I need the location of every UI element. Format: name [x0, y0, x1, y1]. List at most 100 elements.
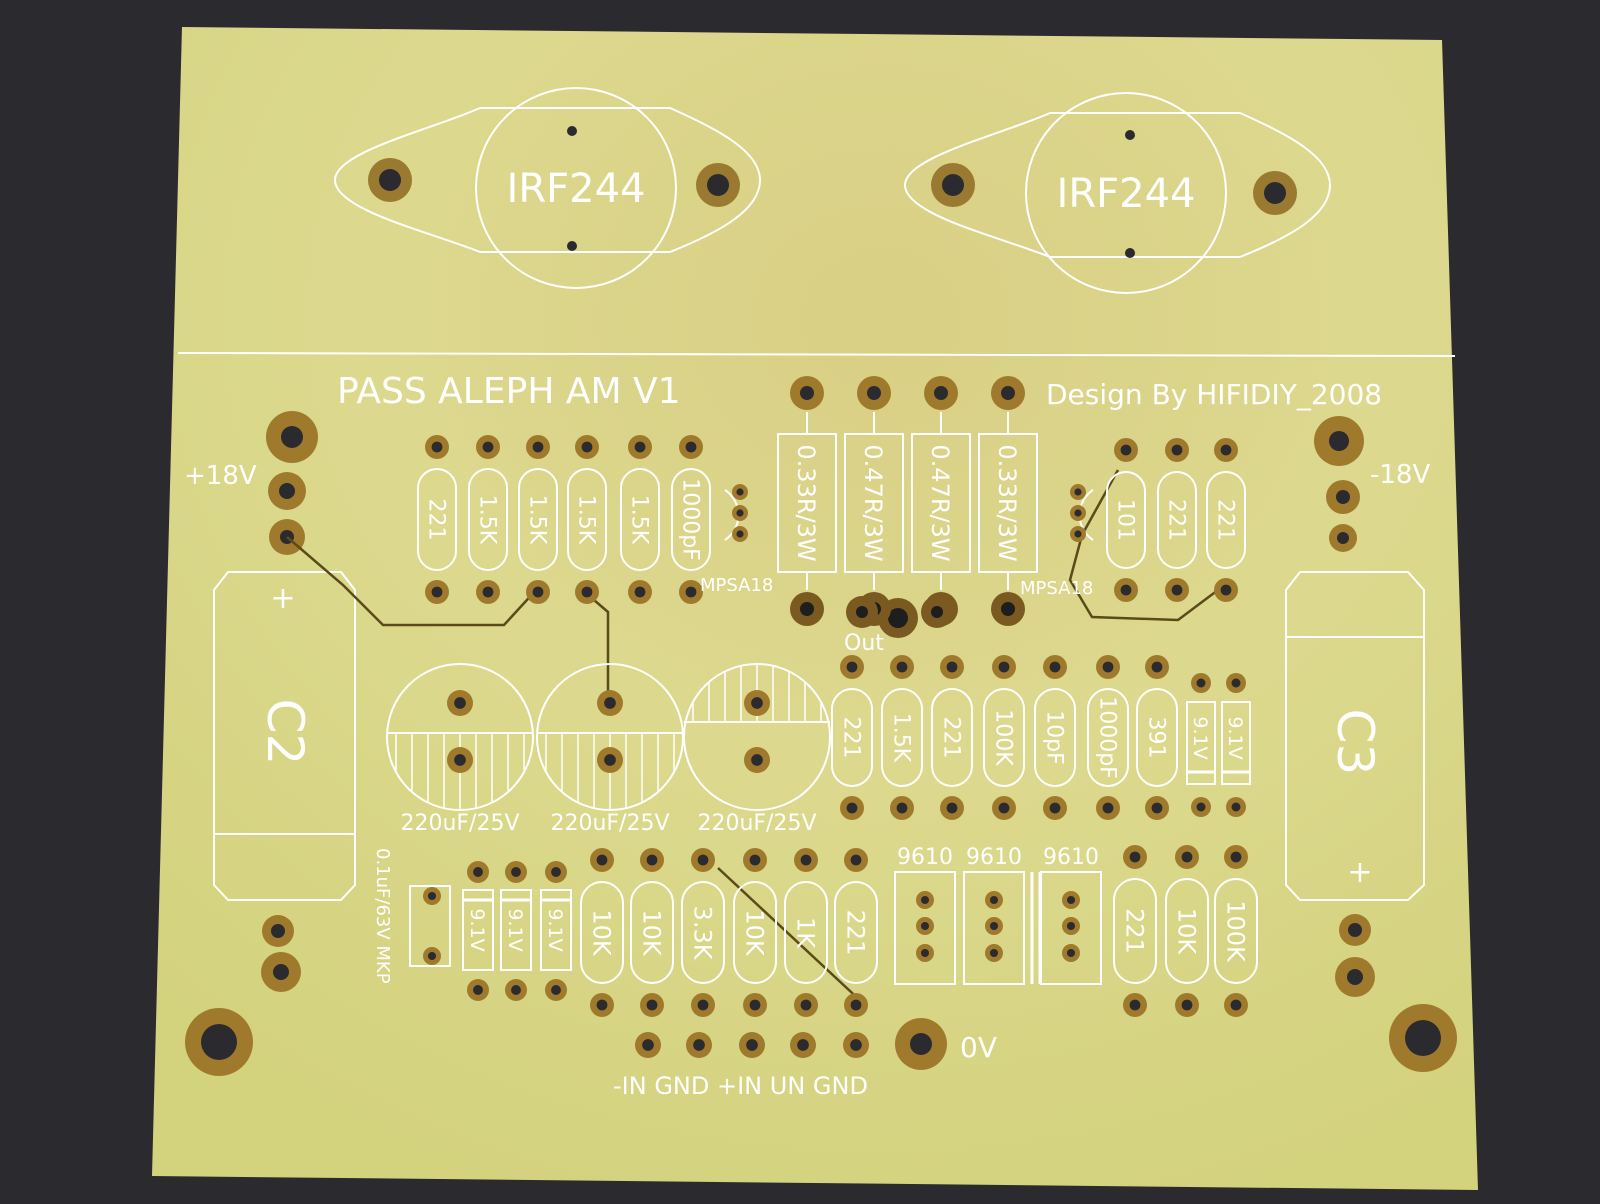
component-value: 221: [423, 499, 448, 541]
component-value: 0.47R/3W: [926, 444, 954, 561]
pad-hole: [1171, 584, 1183, 596]
pad-hole: [998, 661, 1010, 673]
body-outline: [1206, 471, 1246, 569]
body-outline: [881, 688, 923, 787]
component-value: 220uF/25V: [550, 811, 669, 836]
pad-hole: [1102, 802, 1114, 814]
input-header-pad: [843, 1032, 869, 1058]
pad-hole: [1196, 678, 1206, 688]
pad-hole: [1120, 584, 1132, 596]
pad-hole: [751, 754, 763, 766]
body-outline: [894, 871, 956, 985]
resistor: 10K: [1165, 845, 1209, 1017]
resistor: 221: [831, 655, 873, 820]
pad-hole: [604, 754, 616, 766]
component-value: 221: [842, 910, 870, 956]
pad-hole: [896, 802, 908, 814]
component-value: 3.3K: [689, 906, 717, 961]
pad-hole: [946, 802, 958, 814]
cap-label-c2: C2: [256, 699, 314, 766]
pad-hole: [1129, 851, 1141, 863]
body-outline: [1087, 688, 1129, 787]
body-outline: [1136, 688, 1178, 787]
capacitor-c2: [213, 571, 356, 901]
component-value: 9.1V: [504, 908, 526, 951]
film-cap-label: 0.1uF/63V MKP: [372, 848, 393, 984]
pad-hole: [511, 867, 521, 877]
resistor: 221: [417, 435, 457, 604]
resistor: 1.5K: [468, 435, 508, 604]
pad-hole: [920, 921, 930, 931]
component-value: 9610: [1043, 845, 1099, 870]
body-outline: [681, 881, 725, 984]
pad-hole: [634, 441, 646, 453]
pad-hole: [532, 586, 544, 598]
pad-hole: [551, 867, 561, 877]
mounting-holes: [185, 914, 1457, 1076]
component-value: 100K: [990, 709, 1015, 766]
pad-hole: [511, 985, 521, 995]
transistor-mpsa18: [724, 484, 748, 542]
mosfet-pads: [368, 126, 1297, 258]
plus-sign-c3: +: [1347, 855, 1372, 890]
pad-hole: [934, 386, 948, 400]
resistor: 221: [1157, 438, 1197, 602]
pad-hole: [749, 854, 761, 866]
pad-hole: [482, 441, 494, 453]
resistor: 10K: [580, 848, 624, 1017]
component-value: 10K: [1173, 908, 1201, 956]
capacitor-c3: [1285, 571, 1425, 901]
body-outline: [831, 688, 873, 787]
pad-hole: [473, 867, 483, 877]
pad-hole: [800, 999, 812, 1011]
pad-hole: [431, 586, 443, 598]
pad-hole: [800, 854, 812, 866]
component-value: 220uF/25V: [400, 811, 519, 836]
resistor: 10pF: [1034, 655, 1076, 820]
resistor: 391: [1136, 655, 1178, 820]
pad-hole: [989, 948, 999, 958]
zener-diode: 9.1V: [540, 861, 572, 1001]
pad-hole: [642, 1039, 654, 1051]
pad-hole: [850, 1039, 862, 1051]
component-value: 10K: [588, 909, 616, 957]
pad-hole: [1220, 444, 1232, 456]
component-value: 0.33R/3W: [792, 444, 820, 561]
component-value: 9.1V: [1189, 716, 1211, 759]
body-outline: [844, 433, 904, 573]
pad-hole: [800, 602, 814, 616]
pad-hole: [856, 606, 868, 618]
supply-neg-label: -18V: [1370, 460, 1430, 490]
zener-diode: 9.1V: [500, 861, 532, 1001]
electrolytic-capacitor: 220uF/25V: [536, 663, 684, 836]
resistor: 1000pF: [1087, 655, 1129, 820]
transistor-label-left: MPSA18: [700, 575, 773, 596]
pad-hole: [931, 606, 943, 618]
pad-hole: [454, 754, 466, 766]
body-outline: [630, 881, 674, 984]
pad-hole: [736, 488, 744, 496]
resistor: 221: [1206, 438, 1246, 602]
component-value: 1.5K: [573, 495, 598, 545]
pad-hole: [797, 1039, 809, 1051]
pad-hole: [1001, 386, 1015, 400]
pad-hole: [1220, 584, 1232, 596]
resistor: 1.5K: [567, 435, 607, 604]
body-outline: [1157, 471, 1197, 569]
mosfet-label-left: IRF244: [507, 166, 646, 212]
input-header-pad: [790, 1032, 816, 1058]
pad-hole: [596, 999, 608, 1011]
pad-hole: [1151, 661, 1163, 673]
pad-hole: [697, 854, 709, 866]
pad-hole: [989, 921, 999, 931]
supply-pos-label: +18V: [184, 461, 257, 491]
pad-hole: [1181, 999, 1193, 1011]
mosfet-label-right: IRF244: [1057, 171, 1196, 217]
component-value: 100K: [1222, 900, 1250, 963]
body-outline: [540, 889, 572, 971]
pad-hole: [431, 441, 443, 453]
